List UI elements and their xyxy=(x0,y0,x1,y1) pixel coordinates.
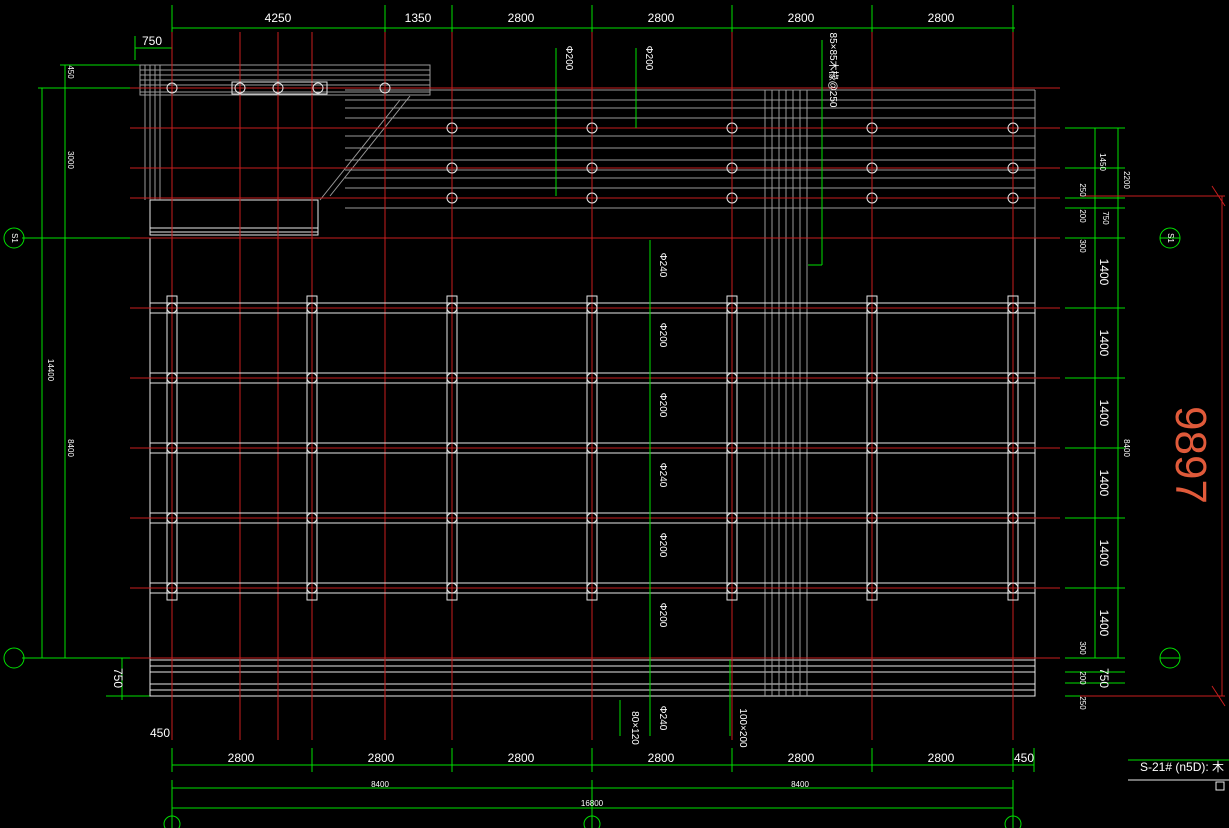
circle-176 xyxy=(586,192,598,204)
big-dimension-number: 9897 xyxy=(1166,406,1215,504)
right-dim-10: 1400 xyxy=(1097,470,1111,497)
circle-22 xyxy=(163,815,181,828)
circle-182 xyxy=(866,192,878,204)
bottom-dim-2: 2800 xyxy=(368,751,395,765)
circle-181 xyxy=(866,162,878,174)
right-dim-2: 2200 xyxy=(1122,171,1131,189)
circle-172 xyxy=(446,162,458,174)
circle-166 xyxy=(166,82,178,94)
axis-label-left-top: S1 xyxy=(10,233,19,243)
circle-180 xyxy=(866,122,878,134)
circle-170 xyxy=(379,82,391,94)
circle-23 xyxy=(583,815,601,828)
circle-185 xyxy=(1007,192,1019,204)
left-dim-2: 3000 xyxy=(66,151,75,169)
note-grid-6: Φ200 xyxy=(657,603,668,628)
line-52 xyxy=(1211,185,1226,207)
right-dim-11: 1400 xyxy=(1097,540,1111,567)
left-dim-4: 8400 xyxy=(66,439,75,457)
top-left-box xyxy=(149,199,319,236)
right-dim-13: 8400 xyxy=(1122,439,1131,457)
bottom-sub-left: 8400 xyxy=(371,780,389,789)
line-53 xyxy=(1211,685,1226,707)
rect-197 xyxy=(1215,781,1225,791)
circle-169 xyxy=(312,82,324,94)
rect-186 xyxy=(231,81,328,95)
right-dim-5: 750 xyxy=(1101,211,1110,225)
left-dim-5: 750 xyxy=(111,668,125,688)
note-grid-2: Φ200 xyxy=(657,323,668,348)
right-dim-8: 1400 xyxy=(1097,330,1111,357)
drawing-lines xyxy=(22,5,1229,828)
bottom-sub-right: 8400 xyxy=(791,780,809,789)
axis-bubble-left-bottom xyxy=(3,647,25,669)
note-top-1: Φ200 xyxy=(563,46,574,71)
note-grid-1: Φ240 xyxy=(657,253,668,278)
right-dim-3: 250 xyxy=(1078,183,1087,197)
note-bottom-1: Φ240 xyxy=(657,706,668,731)
top-dim-2: 1350 xyxy=(405,11,432,25)
axis-bubble-right-top xyxy=(1159,227,1181,249)
top-dim-6: 2800 xyxy=(928,11,955,25)
bottom-dim-1: 2800 xyxy=(228,751,255,765)
right-dim-6: 300 xyxy=(1078,239,1087,253)
circle-178 xyxy=(726,162,738,174)
top-dim-3: 2800 xyxy=(508,11,535,25)
bottom-left-dim: 450 xyxy=(150,726,170,740)
note-top-2: Φ200 xyxy=(643,46,654,71)
bottom-total: 16800 xyxy=(581,799,604,808)
circle-183 xyxy=(1007,122,1019,134)
right-dim-15: 200 xyxy=(1078,671,1087,685)
note-grid-5: Φ200 xyxy=(657,533,668,558)
right-dim-7: 1400 xyxy=(1097,259,1111,286)
bottom-dim-3: 2800 xyxy=(508,751,535,765)
top-left-dim: 750 xyxy=(142,34,162,48)
left-dim-3: 14400 xyxy=(46,359,55,382)
top-dim-4: 2800 xyxy=(648,11,675,25)
left-dim-1: 450 xyxy=(66,65,75,79)
circle-24 xyxy=(1004,815,1022,828)
bottom-dim-6: 2800 xyxy=(928,751,955,765)
right-dim-12: 1400 xyxy=(1097,610,1111,637)
circle-168 xyxy=(272,82,284,94)
line-70 xyxy=(319,99,401,201)
top-dim-5: 2800 xyxy=(788,11,815,25)
axis-bubble-right-bottom xyxy=(1159,647,1181,669)
line-71 xyxy=(329,95,411,197)
right-dim-16: 750 xyxy=(1097,668,1111,688)
right-dim-17: 250 xyxy=(1078,696,1087,710)
right-dim-9: 1400 xyxy=(1097,400,1111,427)
note-grid-4: Φ240 xyxy=(657,463,668,488)
circle-184 xyxy=(1007,162,1019,174)
note-rafter: 85×85木椽@250 xyxy=(827,33,840,108)
right-dim-14: 300 xyxy=(1078,641,1087,655)
circle-174 xyxy=(586,122,598,134)
circle-179 xyxy=(726,192,738,204)
axis-bubble-left-top xyxy=(3,227,25,249)
circle-177 xyxy=(726,122,738,134)
bottom-right-dim: 450 xyxy=(1014,751,1034,765)
circle-173 xyxy=(446,192,458,204)
right-dim-4: 200 xyxy=(1078,209,1087,223)
note-grid-3: Φ200 xyxy=(657,393,668,418)
right-dim-1: 1450 xyxy=(1098,153,1107,171)
note-bottom-2: 80×120 xyxy=(629,711,640,745)
top-dim-1: 4250 xyxy=(265,11,292,25)
circle-175 xyxy=(586,162,598,174)
axis-label-right-top: S1 xyxy=(1166,233,1175,243)
bottom-dim-5: 2800 xyxy=(788,751,815,765)
circle-167 xyxy=(234,82,246,94)
drawing-title: S-21# (n5D): 木 xyxy=(1140,760,1224,774)
bottom-dim-4: 2800 xyxy=(648,751,675,765)
circle-171 xyxy=(446,122,458,134)
note-bottom-3: 100×200 xyxy=(737,708,748,748)
